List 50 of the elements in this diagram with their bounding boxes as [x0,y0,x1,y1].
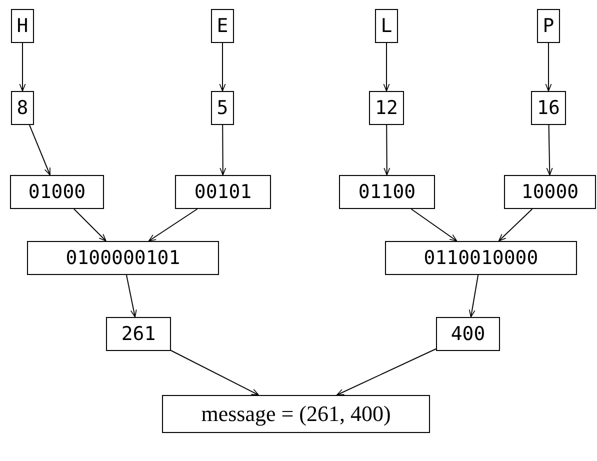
process-box [11,91,34,125]
arrow [410,208,458,242]
process-box [385,241,577,275]
process-box [436,317,500,351]
node-label: L [380,15,392,37]
node-label: 400 [450,323,486,345]
node-label: 8 [16,97,28,119]
arrow [19,42,26,92]
node-label: 12 [375,97,398,119]
node-label: 00101 [194,181,252,203]
arrow [28,124,51,176]
process-box [11,9,34,43]
arrow [545,42,552,92]
node-label: P [542,15,554,37]
arrow [219,42,226,92]
node-label: message = (261, 400) [201,401,391,427]
process-box [175,175,271,209]
process-box [27,241,219,275]
arrow [468,274,479,318]
arrow [384,124,390,176]
process-box [106,317,171,351]
arrow [383,42,390,92]
arrow [498,208,533,242]
arrow [220,124,226,176]
node-label: 0100000101 [66,247,180,269]
process-box [369,91,404,125]
node-label: 0110010000 [424,247,538,269]
node-label: 01000 [28,181,86,203]
node-label: 10000 [521,181,579,203]
node-label: 5 [216,97,228,119]
process-box [531,91,566,125]
process-box [162,395,430,433]
node-label: H [16,15,28,37]
node-label: 01100 [358,181,416,203]
arrow [148,208,198,242]
process-box [537,9,560,43]
process-box [10,175,104,209]
arrow [546,124,553,176]
arrow [170,350,260,396]
node-label: E [216,15,228,37]
node-label: 16 [537,97,560,119]
process-box [211,9,234,43]
arrow [336,348,436,396]
process-box [504,175,596,209]
arrow [74,208,106,242]
process-box [211,91,234,125]
arrow [126,274,137,318]
node-label: 261 [121,323,156,345]
process-box [339,175,435,209]
process-box [375,9,398,43]
